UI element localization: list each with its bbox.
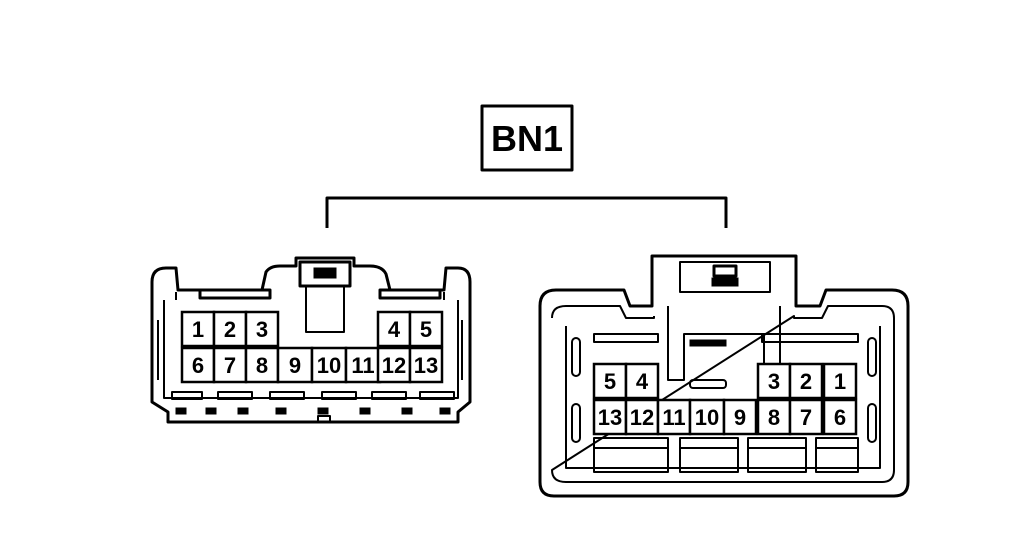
left-pin-13-cell: [408, 346, 444, 384]
left-pin-6: 6: [180, 346, 216, 384]
right-pin-1: 1: [822, 362, 858, 400]
right-pin-12-cell: [624, 398, 660, 436]
connector-label-text: BN1: [491, 118, 563, 159]
left-pin-5: 5: [408, 310, 444, 348]
right-pin-6-label: 6: [834, 405, 846, 430]
left-pin-8-label: 8: [256, 353, 268, 378]
right-pin-1-cell: [822, 362, 858, 400]
right-pin-4: 4: [624, 362, 660, 400]
right-pin-4-cell: [624, 362, 660, 400]
connector-label: BN1: [480, 104, 574, 172]
right-pin-2-label: 2: [800, 369, 812, 394]
right-pin-13-label: 13: [598, 405, 622, 430]
right-pin-11-label: 11: [662, 405, 685, 430]
right-pin-7-cell: [788, 398, 824, 436]
left-pin-2: 2: [212, 310, 248, 348]
right-pin-11: 11: [656, 398, 692, 436]
right-pin-13: 13: [592, 398, 628, 436]
right-pin-2: 2: [788, 362, 824, 400]
right-pin-8-label: 8: [768, 405, 780, 430]
right-pin-9-label: 9: [734, 405, 746, 430]
left-pin-9-label: 9: [289, 353, 301, 378]
right-pin-6: 6: [822, 398, 858, 436]
left-pin-1: 1: [180, 310, 216, 348]
left-pin-3: 3: [244, 310, 280, 348]
left-pin-4: 4: [376, 310, 412, 348]
left-pin-9-cell: [276, 346, 314, 384]
left-pin-9: 9: [276, 346, 314, 384]
right-pin-7-label: 7: [800, 405, 812, 430]
right-pin-6-cell: [822, 398, 858, 436]
right-pin-12: 12: [624, 398, 660, 436]
left-pin-2-cell: [212, 310, 248, 348]
left-pin-1-label: 1: [192, 317, 204, 342]
left-pin-4-cell: [376, 310, 412, 348]
right-pin-7: 7: [788, 398, 824, 436]
left-pin-6-label: 6: [192, 353, 204, 378]
left-pin-3-label: 3: [256, 317, 268, 342]
left-pin-3-cell: [244, 310, 280, 348]
right-pin-10-cell: [688, 398, 726, 436]
right-pin-5: 5: [592, 362, 628, 400]
left-pin-2-label: 2: [224, 317, 236, 342]
left-pin-11-label: 11: [351, 353, 374, 378]
left-pin-8: 8: [244, 346, 280, 384]
right-pin-2-cell: [788, 362, 824, 400]
right-pin-9-cell: [722, 398, 758, 436]
left-pin-5-label: 5: [420, 317, 432, 342]
left-pin-7: 7: [212, 346, 248, 384]
right-pin-1-label: 1: [834, 369, 846, 394]
right-pin-10-label: 10: [695, 405, 719, 430]
left-pin-10-cell: [310, 346, 348, 384]
left-pin-10-label: 10: [317, 353, 341, 378]
right-pin-11-cell: [656, 398, 692, 436]
left-pin-6-cell: [180, 346, 216, 384]
right-pin-9: 9: [722, 398, 758, 436]
left-pin-11: 11: [344, 346, 382, 384]
right-pin-8: 8: [756, 398, 792, 436]
left-pin-13: 13: [408, 346, 444, 384]
left-pin-7-label: 7: [224, 353, 236, 378]
left-pin-5-cell: [408, 310, 444, 348]
left-pin-8-cell: [244, 346, 280, 384]
right-pin-3: 3: [756, 362, 792, 400]
right-pin-12-label: 12: [630, 405, 654, 430]
left-pin-12-label: 12: [382, 353, 406, 378]
right-pin-4-label: 4: [636, 369, 649, 394]
left-pin-4-label: 4: [388, 317, 401, 342]
left-pin-10: 10: [310, 346, 348, 384]
right-pin-10: 10: [688, 398, 726, 436]
connector-bracket: [325, 196, 728, 228]
right-pin-3-label: 3: [768, 369, 780, 394]
left-pin-12: 12: [376, 346, 412, 384]
right-pin-5-label: 5: [604, 369, 616, 394]
left-pin-13-label: 13: [414, 353, 438, 378]
